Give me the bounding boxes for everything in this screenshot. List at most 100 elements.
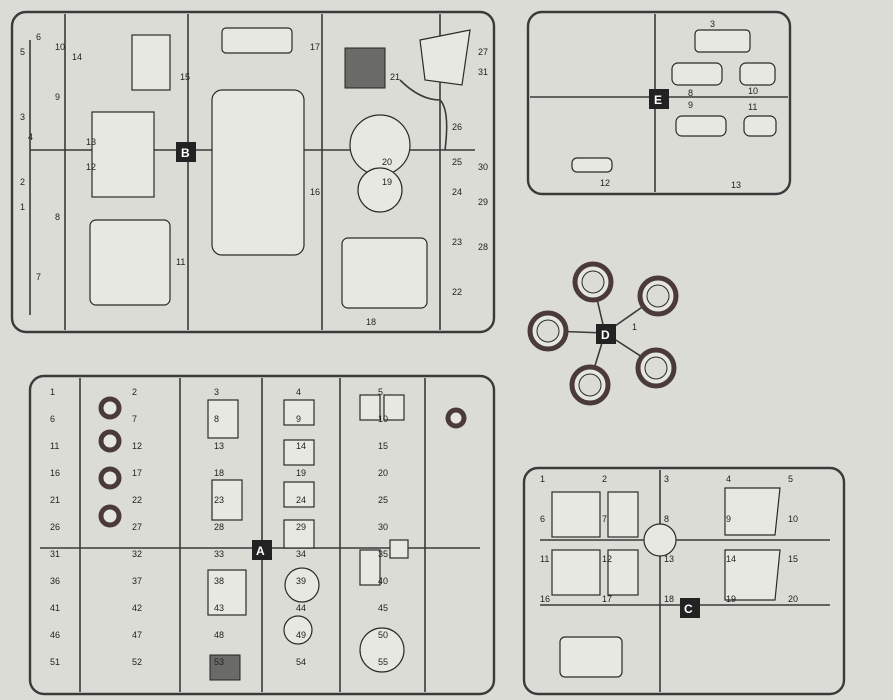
part-number: 12 <box>86 162 96 172</box>
part-number: 54 <box>296 657 306 667</box>
part-number: 2 <box>602 474 607 484</box>
sprue-d: D 1 <box>527 261 679 406</box>
part-number: 45 <box>378 603 388 613</box>
part-number: 18 <box>214 468 224 478</box>
part-number: 21 <box>390 72 400 82</box>
part-fender <box>724 549 781 601</box>
part-panel <box>211 479 243 521</box>
part-number: 30 <box>478 162 488 172</box>
part-disc <box>284 567 320 603</box>
sprue-e-letter: E <box>654 93 662 107</box>
part-panel <box>359 549 381 586</box>
part-number: 3 <box>710 19 715 29</box>
part-number: 17 <box>310 42 320 52</box>
part-number: 26 <box>452 122 462 132</box>
part-number: 22 <box>452 287 462 297</box>
part-number: 6 <box>50 414 55 424</box>
part-number: 10 <box>378 414 388 424</box>
part-number: 38 <box>214 576 224 586</box>
part-number: 5 <box>788 474 793 484</box>
part-number: 15 <box>180 72 190 82</box>
part-window <box>671 62 723 86</box>
part-frame <box>221 27 293 54</box>
part-chassis <box>211 89 305 256</box>
part-number: 55 <box>378 657 388 667</box>
part-number: 14 <box>72 52 82 62</box>
part-number: 36 <box>50 576 60 586</box>
part-number: 6 <box>540 514 545 524</box>
part-number: 23 <box>452 237 462 247</box>
part-number: 13 <box>664 554 674 564</box>
sprue-c-letter: C <box>684 602 693 616</box>
part-number: 41 <box>50 603 60 613</box>
part-number: 22 <box>132 495 142 505</box>
part-number: 12 <box>132 441 142 451</box>
small-tire <box>445 407 467 429</box>
part-disc <box>283 615 313 645</box>
part-number: 53 <box>214 657 224 667</box>
part-number: 1 <box>540 474 545 484</box>
sprue-a-frame <box>28 374 496 696</box>
part-number: 24 <box>296 495 306 505</box>
part-window <box>675 115 727 137</box>
part-number: 7 <box>132 414 137 424</box>
part-number: 25 <box>378 495 388 505</box>
part-panel <box>283 519 315 549</box>
part-number: 44 <box>296 603 306 613</box>
part-number: 13 <box>214 441 224 451</box>
part-number: 25 <box>452 157 462 167</box>
part-number: 2 <box>20 177 25 187</box>
small-tire <box>98 429 122 453</box>
part-number: 19 <box>296 468 306 478</box>
part-number: 1 <box>50 387 55 397</box>
part-number: 1 <box>632 322 637 332</box>
part-number: 16 <box>310 187 320 197</box>
part-number: 11 <box>748 102 757 112</box>
part-number: 46 <box>50 630 60 640</box>
part-number: 5 <box>20 47 25 57</box>
part-number: 7 <box>36 272 41 282</box>
part-number: 7 <box>602 514 607 524</box>
part-number: 33 <box>214 549 224 559</box>
part-number: 8 <box>214 414 219 424</box>
part-number: 4 <box>28 132 33 142</box>
part-fender <box>419 29 471 86</box>
part-engine <box>344 47 386 89</box>
part-number: 9 <box>726 514 731 524</box>
part-number: 29 <box>478 197 488 207</box>
part-number: 3 <box>214 387 219 397</box>
part-wheel-hub <box>349 114 411 176</box>
part-battery <box>209 654 241 681</box>
part-number: 31 <box>478 67 488 77</box>
part-number: 28 <box>214 522 224 532</box>
part-panel <box>283 399 315 426</box>
part-bracket <box>359 394 381 421</box>
part-bracket <box>383 394 405 421</box>
part-number: 47 <box>132 630 142 640</box>
part-number: 11 <box>176 257 185 267</box>
sprue-b-letter: B <box>181 146 190 160</box>
part-number: 6 <box>36 32 41 42</box>
part-number: 4 <box>726 474 731 484</box>
part-number: 9 <box>688 100 693 110</box>
part-number: 12 <box>600 178 610 188</box>
part-number: 10 <box>788 514 798 524</box>
part-number: 49 <box>296 630 306 640</box>
part-number: 10 <box>748 86 758 96</box>
part-number: 16 <box>50 468 60 478</box>
part-number: 14 <box>296 441 306 451</box>
part-number: 3 <box>664 474 669 484</box>
part-number: 4 <box>296 387 301 397</box>
part-number: 10 <box>55 42 65 52</box>
sprue-b-frame <box>10 10 496 334</box>
part-number: 39 <box>296 576 306 586</box>
part-fender <box>724 487 781 536</box>
part-number: 19 <box>382 177 392 187</box>
part-number: 50 <box>378 630 388 640</box>
part-number: 11 <box>50 441 59 451</box>
part-number: 21 <box>50 495 60 505</box>
part-window <box>91 111 155 198</box>
part-window <box>739 62 776 86</box>
part-number: 8 <box>55 212 60 222</box>
